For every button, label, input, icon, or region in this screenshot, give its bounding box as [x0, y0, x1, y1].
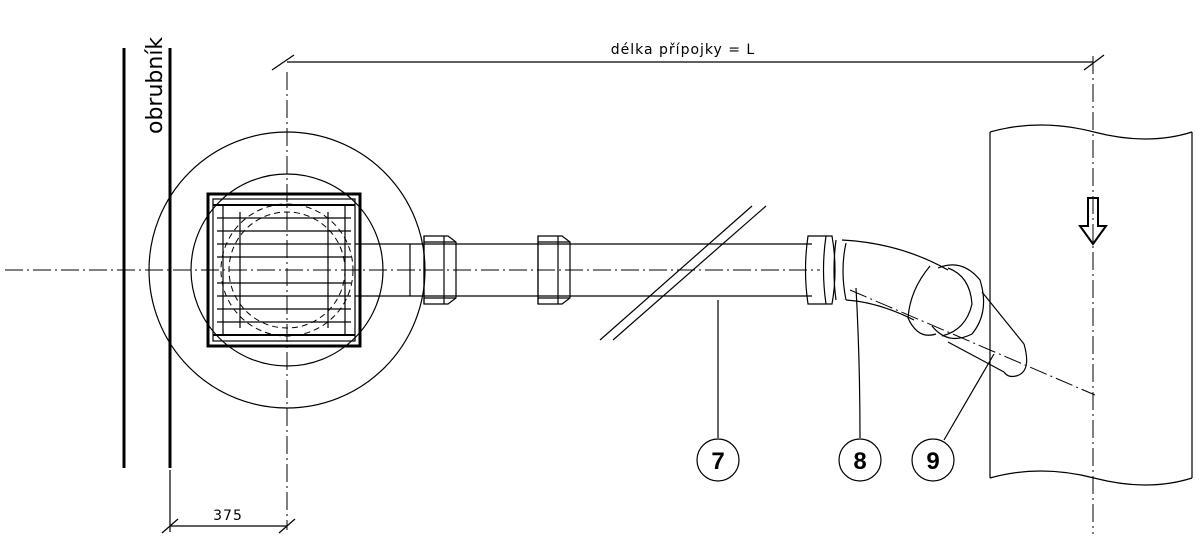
- pipe-break-symbol: [599, 205, 767, 341]
- saddle-fitting: [907, 264, 1028, 378]
- offset-tick-right: [278, 518, 296, 534]
- leader-8: [855, 287, 861, 439]
- inlet-outer-circle: [148, 131, 426, 409]
- main-sewer-pipe: [989, 124, 1193, 486]
- elbow-fitting: [804, 235, 949, 321]
- saddle-outlet-top: [981, 291, 1025, 345]
- callout-7: 7: [696, 438, 740, 482]
- curb: obrubník: [122, 37, 172, 468]
- length-dimension-label: délka přípojky = L: [611, 42, 755, 58]
- offset-tick-left: [161, 518, 179, 534]
- inlet-grate: [206, 192, 362, 348]
- callout-9: 9: [911, 438, 955, 482]
- elbow-socket-ring: [804, 235, 836, 305]
- street-inlet: [148, 131, 426, 409]
- callout-7-label: 7: [711, 448, 724, 475]
- callout-8-label: 8: [853, 448, 866, 475]
- pipe-coupling-2: [537, 235, 571, 305]
- saddle-outlet-end: [1003, 343, 1028, 378]
- sewer-bottom-break: [989, 470, 1193, 486]
- saddle-outlet-bottom: [947, 341, 1005, 373]
- saddle-socket-mid: [941, 267, 973, 337]
- callout-9-label: 9: [926, 448, 939, 475]
- length-tick-right: [1083, 54, 1105, 71]
- offset-dimension: 375: [161, 470, 296, 534]
- leader-lines: [717, 287, 995, 441]
- grate-frame-inner: [212, 198, 356, 342]
- offset-dimension-label: 375: [213, 508, 243, 524]
- callout-8: 8: [838, 438, 882, 482]
- sewer-top-break: [989, 124, 1193, 140]
- inlet-inner-circle: [190, 173, 384, 367]
- elbow-outer-curve: [841, 239, 949, 271]
- length-dimension: délka přípojky = L: [271, 42, 1105, 71]
- curb-label: obrubník: [143, 37, 168, 134]
- flow-direction-arrow-icon: [1078, 197, 1108, 246]
- connection-pipe: [355, 205, 812, 341]
- grate-frame-outer: [206, 192, 362, 348]
- elbow-inner-curve: [845, 299, 915, 321]
- elbow-axis: [849, 289, 1096, 396]
- pipe-coupling-1: [423, 235, 457, 305]
- centerlines: [5, 56, 1096, 534]
- length-tick-left: [271, 54, 295, 71]
- leader-9: [943, 353, 995, 441]
- saddle-socket-outer: [931, 264, 985, 340]
- saddle-socket-inner: [907, 265, 937, 336]
